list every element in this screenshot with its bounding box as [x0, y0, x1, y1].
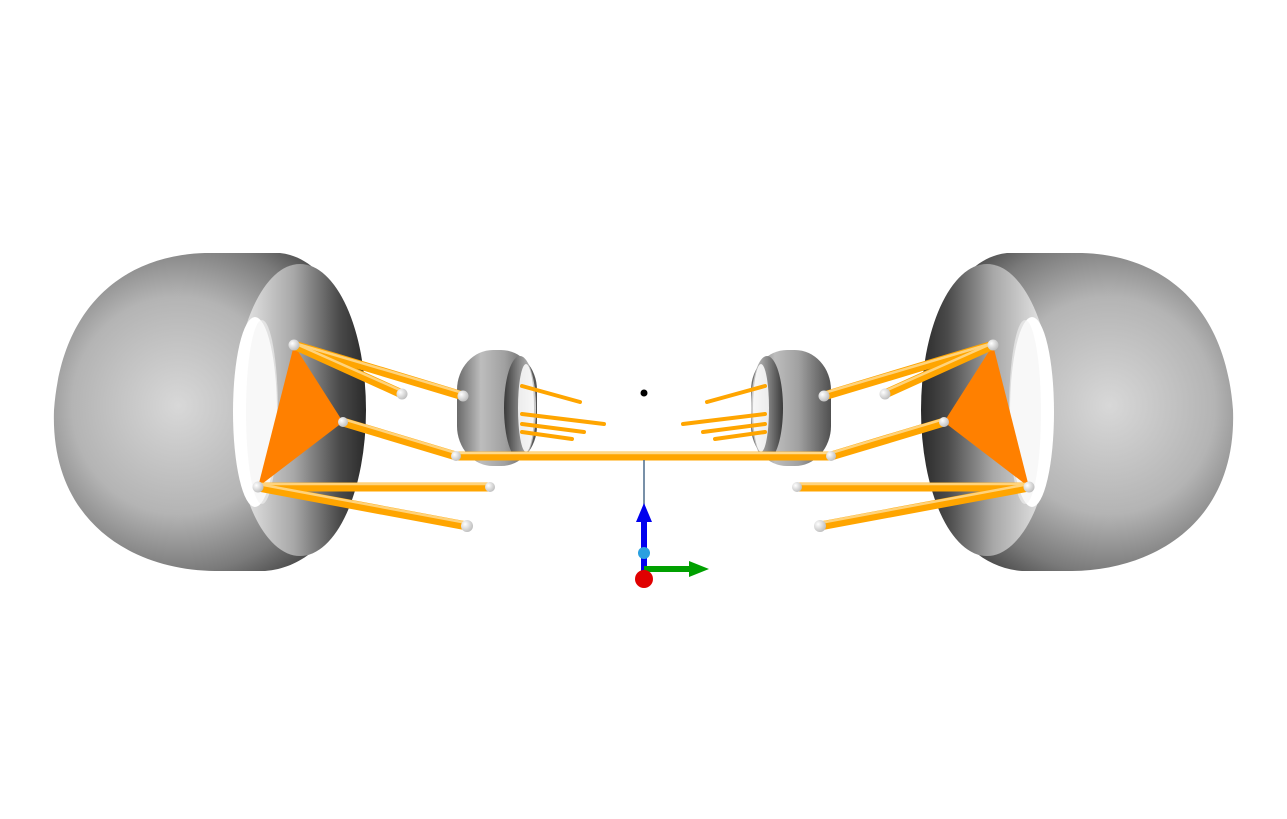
joints — [252, 339, 1035, 532]
front-left-tire[interactable] — [457, 350, 537, 466]
left-rear-links[interactable] — [253, 340, 495, 531]
xyz-axis-triad-icon[interactable] — [635, 460, 709, 588]
dot-icon — [640, 389, 648, 397]
right-upright[interactable] — [944, 345, 1029, 487]
front-left-links — [520, 384, 606, 441]
left-upright[interactable] — [258, 345, 343, 487]
right-rear-links[interactable] — [792, 340, 1034, 531]
front-right-tire[interactable] — [751, 350, 831, 466]
tie-rod[interactable] — [451, 451, 836, 461]
front-right-links — [681, 384, 767, 441]
